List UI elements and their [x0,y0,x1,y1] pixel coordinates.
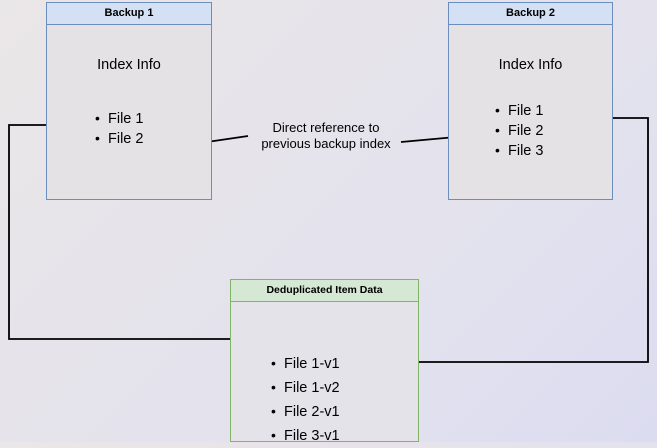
bullet-icon: • [271,355,276,371]
bullet-icon: • [95,130,100,146]
backup-2-body: Index Info • File 1 • File 2 • File 3 [449,25,612,199]
list-item: • File 2-v1 [271,400,340,424]
deduplicated-item-data-box: Deduplicated Item Data • File 1-v1 • File … [230,279,419,444]
dedup-item-3: File 3-v1 [284,428,340,444]
list-item: • File 3-v1 [271,424,340,448]
backup-1-body: Index Info • File 1 • File 2 [47,25,211,199]
backup-2-header: Backup 2 [449,3,612,25]
direct-reference-label-line2: previous backup index [261,136,391,151]
bullet-icon: • [271,403,276,419]
bullet-icon: • [271,427,276,443]
backup-1-box: Backup 1 Index Info • File 1 • File 2 [46,2,212,200]
direct-reference-label-line1: Direct reference to [272,120,380,135]
direct-reference-label: Direct reference to previous backup inde… [247,120,405,152]
deduplicated-item-data-body: • File 1-v1 • File 1-v2 • File 2-v1 • File 3… [231,302,418,444]
bullet-icon: • [271,379,276,395]
backup-2-file-0: File 1 [508,103,544,119]
dedup-item-2: File 2-v1 [284,404,340,420]
bullet-icon: • [495,122,500,138]
bullet-icon: • [495,102,500,118]
backup-2-index-label: Index Info [498,57,563,73]
backup-1-file-0: File 1 [108,111,144,127]
list-item: • File 1-v1 [271,352,340,376]
deduplicated-item-list: • File 1-v1 • File 1-v2 • File 2-v1 • File 3… [271,352,340,448]
backup-2-box: Backup 2 Index Info • File 1 • File 2 • Fil… [448,2,613,200]
dedup-item-1: File 1-v2 [284,380,340,396]
list-item: • File 2 [495,121,543,141]
backup-2-file-2: File 3 [508,143,544,159]
bullet-icon: • [95,110,100,126]
list-item: • File 1-v2 [271,376,340,400]
list-item: • File 2 [95,129,143,149]
list-item: • File 3 [495,141,543,161]
backup-2-file-1: File 2 [508,123,544,139]
backup-2-file-list: • File 1 • File 2 • File 3 [495,101,543,161]
deduplicated-item-data-header: Deduplicated Item Data [231,280,418,302]
backup-1-header: Backup 1 [47,3,211,25]
backup-1-file-list: • File 1 • File 2 [95,109,143,149]
dedup-item-0: File 1-v1 [284,356,340,372]
backup-1-index-label: Index Info [97,57,161,73]
list-item: • File 1 [495,101,543,121]
bullet-icon: • [495,142,500,158]
backup-1-file-1: File 2 [108,131,144,147]
list-item: • File 1 [95,109,143,129]
